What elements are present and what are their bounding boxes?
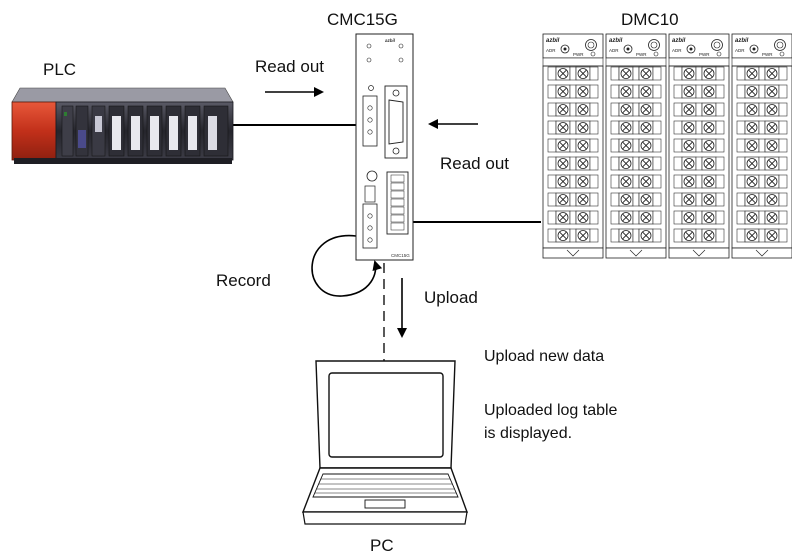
label-cmc15g: CMC15G [327, 10, 398, 29]
cmc15g-model-label: CMC15G [391, 253, 410, 258]
label-read-out-right: Read out [440, 154, 509, 173]
label-read-out-top: Read out [255, 57, 324, 76]
label-pc: PC [370, 536, 394, 555]
label-uploaded-log-table: Uploaded log table [484, 402, 618, 419]
label-upload: Upload [424, 288, 478, 307]
label-dmc10: DMC10 [621, 10, 679, 29]
label-plc: PLC [43, 60, 76, 79]
cmc15g-device: azbil CMC15G [355, 33, 414, 261]
label-record: Record [216, 271, 271, 290]
plc-device [11, 87, 234, 164]
label-upload-new-data: Upload new data [484, 348, 604, 365]
cmc15g-logo: azbil [385, 38, 396, 43]
label-is-displayed: is displayed. [484, 425, 572, 442]
record-loop-arrow [311, 235, 383, 297]
laptop-pc [301, 360, 468, 525]
dmc10-device [541, 32, 792, 258]
